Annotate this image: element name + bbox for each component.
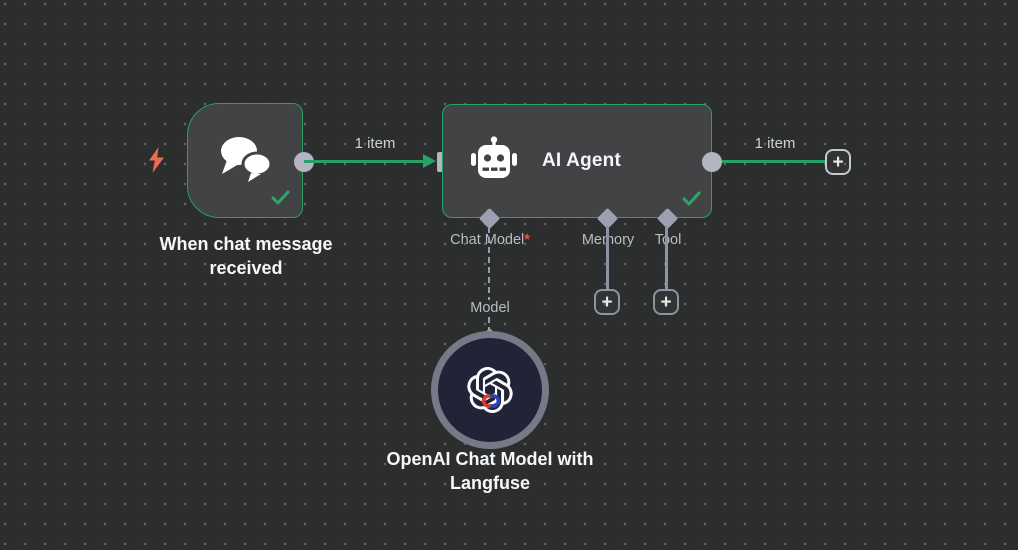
node-openai-chat-model[interactable] — [431, 331, 549, 449]
success-check-icon — [271, 190, 290, 210]
openai-logo-icon — [467, 367, 513, 417]
connection-trigger-to-agent[interactable] — [304, 160, 426, 163]
node-ai-agent[interactable]: AI Agent — [442, 104, 712, 218]
robot-icon — [468, 135, 520, 187]
connection-chat-model-to-openai[interactable] — [488, 227, 490, 333]
connection-items-label: 1 item — [754, 135, 796, 152]
required-asterisk: * — [524, 232, 530, 248]
agent-node-title: AI Agent — [542, 150, 622, 171]
add-tool-button[interactable]: + — [653, 289, 679, 315]
chat-model-port-label: Chat Model* — [450, 232, 530, 248]
model-node-title: OpenAI Chat Model with Langfuse — [386, 449, 594, 493]
add-memory-button[interactable]: + — [594, 289, 620, 315]
chat-bubbles-icon — [213, 132, 277, 189]
trigger-bolt-icon — [146, 146, 167, 179]
model-connection-label: Model — [452, 300, 528, 316]
plus-icon: + — [660, 291, 672, 313]
connection-agent-output[interactable] — [722, 160, 826, 163]
agent-output-connector[interactable] — [702, 152, 722, 172]
tool-port-label: Tool — [654, 232, 682, 248]
langfuse-logo-icon — [478, 393, 504, 414]
tool-port-stub-line — [665, 226, 668, 290]
node-when-chat-message-received[interactable] — [187, 103, 303, 218]
trigger-node-title: When chat message received — [159, 234, 333, 278]
plus-icon: + — [832, 151, 844, 173]
plus-icon: + — [601, 291, 613, 313]
memory-port-stub-line — [606, 226, 609, 290]
success-check-icon — [682, 191, 701, 211]
add-node-button[interactable]: + — [825, 149, 851, 175]
connection-arrowhead-icon — [423, 154, 436, 168]
connection-items-label: 1 item — [354, 135, 396, 152]
